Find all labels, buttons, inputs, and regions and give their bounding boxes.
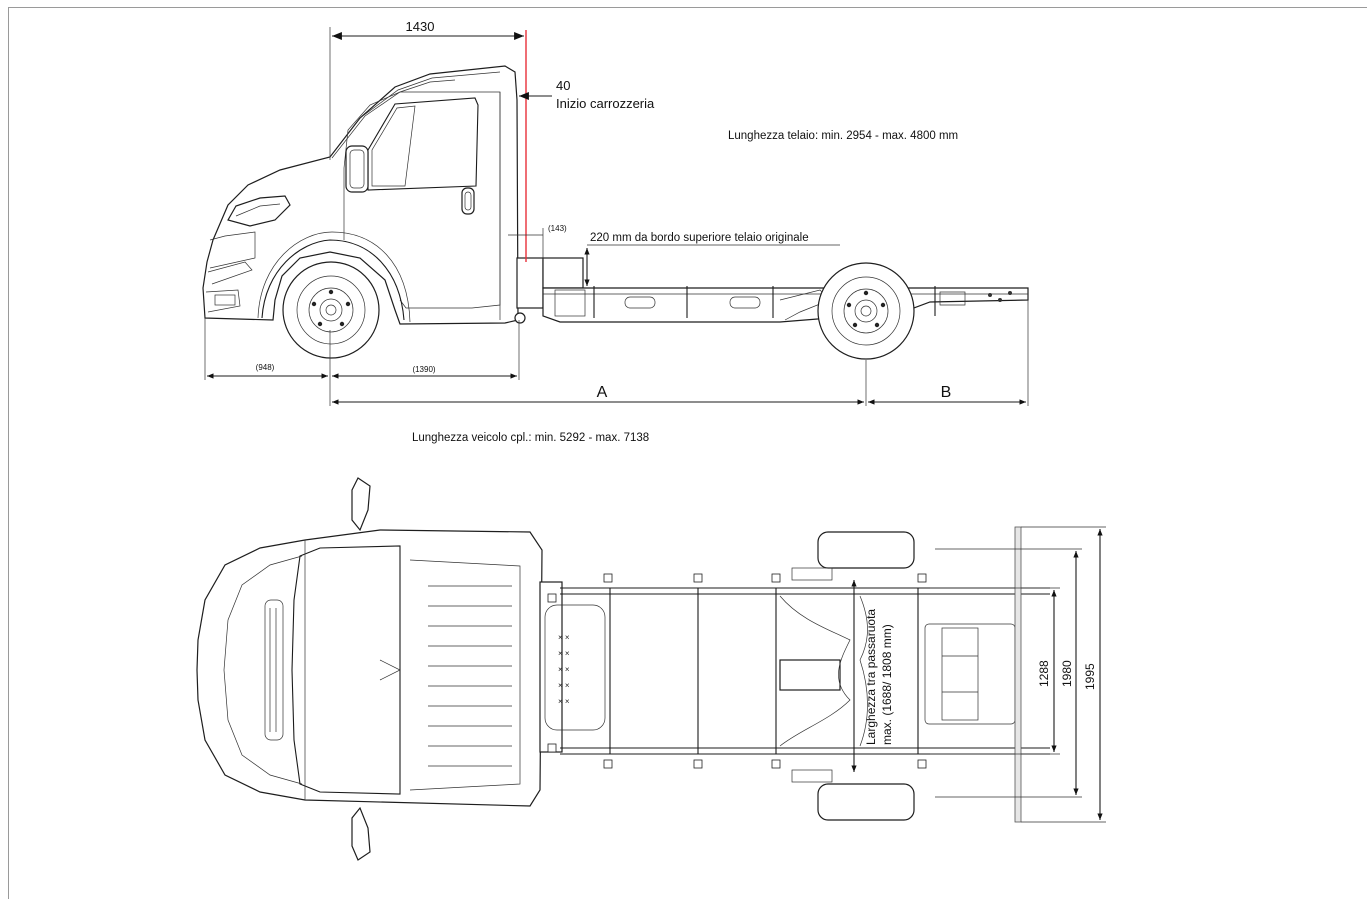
frame-brackets bbox=[547, 573, 927, 769]
svg-text:× ×: × × bbox=[558, 697, 570, 706]
rear-wheel-top-left bbox=[817, 531, 915, 569]
dimension-front-overhang: (948) (1390) bbox=[204, 318, 520, 406]
svg-text:× ×: × × bbox=[558, 681, 570, 690]
drawing-frame bbox=[8, 7, 1367, 899]
svg-text:× ×: × × bbox=[558, 633, 570, 642]
frame-length-note: Lunghezza telaio: min. 2954 - max. 4800 … bbox=[728, 130, 958, 142]
body-start-label: Inizio carrozzeria bbox=[556, 96, 655, 111]
cab-top-outline bbox=[196, 529, 543, 807]
svg-text:× ×: × × bbox=[558, 649, 570, 658]
front-overhang-label: (948) bbox=[256, 363, 275, 372]
mirror-top-right bbox=[351, 806, 371, 861]
frame-height-note: 220 mm da bordo superiore telaio origina… bbox=[590, 232, 809, 244]
vehicle-length-note: Lunghezza veicolo cpl.: min. 5292 - max.… bbox=[412, 432, 649, 444]
dimension-frame-gap: (143) 220 mm da bordo superiore telaio o… bbox=[508, 224, 840, 286]
cab-length-label: 1430 bbox=[406, 19, 435, 34]
roof-ribs bbox=[379, 559, 521, 791]
grille bbox=[264, 599, 284, 741]
rear-plate bbox=[1014, 526, 1022, 823]
mirror-top-left bbox=[351, 477, 371, 532]
frame-gap-label: (143) bbox=[548, 224, 567, 233]
rear-wheel-top-right bbox=[817, 783, 915, 821]
chassis-top: × × × × × × × × × × bbox=[539, 573, 1050, 769]
dim-a-label: A bbox=[597, 384, 608, 401]
wheelarch-width-line1: Larghezza tra passaruota bbox=[864, 609, 878, 745]
top-view: × × × × × × × × × × bbox=[196, 477, 1106, 861]
dim-b-label: B bbox=[941, 384, 952, 401]
dimension-widths: 1288 1980 1995 bbox=[930, 526, 1106, 823]
cab-side-outline bbox=[202, 65, 519, 325]
rear-wheel bbox=[817, 262, 915, 360]
dimension-cab-length: 1430 bbox=[329, 19, 524, 160]
axle-to-cab-label: (1390) bbox=[412, 365, 435, 374]
chassis-frame-side bbox=[514, 257, 1029, 324]
width-1980-label: 1980 bbox=[1060, 660, 1074, 687]
svg-text:× ×: × × bbox=[558, 665, 570, 674]
wheelarch-width-line2: max. (1688/ 1808 mm) bbox=[880, 624, 894, 745]
width-1288-label: 1288 bbox=[1037, 660, 1051, 687]
width-1995-label: 1995 bbox=[1083, 663, 1097, 690]
side-view: 1430 40 Inizio carrozzeria Lunghezza tel… bbox=[202, 19, 1029, 444]
body-start-offset-label: 40 bbox=[556, 78, 570, 93]
dimension-wheelbase: A B bbox=[332, 300, 1029, 406]
battery-markings: × × × × × × × × × × bbox=[558, 633, 570, 706]
front-wheel bbox=[282, 261, 380, 359]
